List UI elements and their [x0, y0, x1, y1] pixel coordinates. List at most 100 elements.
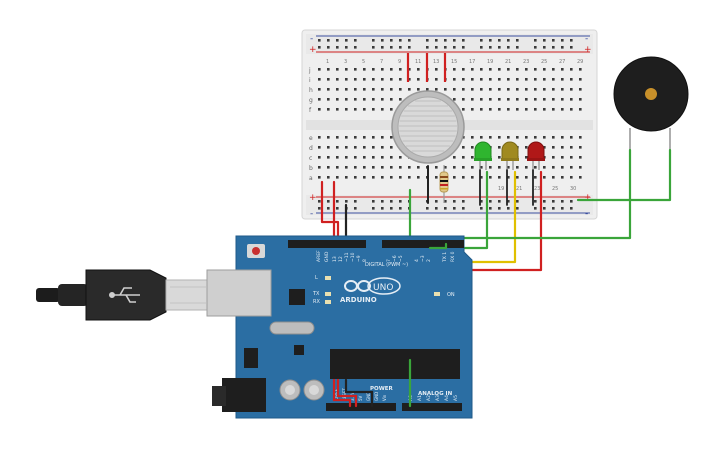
- terminal-hole[interactable]: [552, 166, 555, 169]
- terminal-hole[interactable]: [390, 78, 393, 81]
- rail-hole[interactable]: [354, 46, 357, 49]
- terminal-hole[interactable]: [471, 108, 474, 111]
- terminal-hole[interactable]: [327, 88, 330, 91]
- rail-hole[interactable]: [507, 207, 510, 210]
- rail-hole[interactable]: [534, 207, 537, 210]
- terminal-hole[interactable]: [381, 136, 384, 139]
- terminal-hole[interactable]: [381, 108, 384, 111]
- rail-hole[interactable]: [372, 200, 375, 203]
- terminal-hole[interactable]: [354, 68, 357, 71]
- terminal-hole[interactable]: [354, 136, 357, 139]
- terminal-hole[interactable]: [570, 156, 573, 159]
- terminal-hole[interactable]: [381, 88, 384, 91]
- wire-gnd-black[interactable]: [344, 378, 374, 408]
- terminal-hole[interactable]: [453, 68, 456, 71]
- terminal-hole[interactable]: [534, 98, 537, 101]
- terminal-hole[interactable]: [498, 68, 501, 71]
- terminal-hole[interactable]: [552, 156, 555, 159]
- terminal-hole[interactable]: [345, 78, 348, 81]
- usb-cable[interactable]: [36, 269, 211, 321]
- rail-hole[interactable]: [462, 39, 465, 42]
- terminal-hole[interactable]: [345, 68, 348, 71]
- terminal-hole[interactable]: [453, 88, 456, 91]
- rail-hole[interactable]: [462, 207, 465, 210]
- rail-hole[interactable]: [462, 200, 465, 203]
- terminal-hole[interactable]: [372, 88, 375, 91]
- terminal-hole[interactable]: [399, 88, 402, 91]
- rail-hole[interactable]: [345, 46, 348, 49]
- terminal-hole[interactable]: [453, 98, 456, 101]
- rail-hole[interactable]: [408, 39, 411, 42]
- terminal-hole[interactable]: [336, 108, 339, 111]
- terminal-hole[interactable]: [525, 176, 528, 179]
- terminal-hole[interactable]: [462, 166, 465, 169]
- terminal-hole[interactable]: [372, 68, 375, 71]
- terminal-hole[interactable]: [462, 98, 465, 101]
- rail-hole[interactable]: [507, 46, 510, 49]
- terminal-hole[interactable]: [462, 78, 465, 81]
- terminal-hole[interactable]: [471, 166, 474, 169]
- rail-hole[interactable]: [534, 39, 537, 42]
- led-green[interactable]: [474, 141, 492, 170]
- terminal-hole[interactable]: [354, 146, 357, 149]
- terminal-hole[interactable]: [570, 68, 573, 71]
- terminal-hole[interactable]: [525, 68, 528, 71]
- terminal-hole[interactable]: [363, 108, 366, 111]
- terminal-hole[interactable]: [579, 108, 582, 111]
- terminal-hole[interactable]: [453, 176, 456, 179]
- terminal-hole[interactable]: [579, 176, 582, 179]
- terminal-hole[interactable]: [489, 68, 492, 71]
- terminal-hole[interactable]: [498, 156, 501, 159]
- rail-hole[interactable]: [435, 207, 438, 210]
- terminal-hole[interactable]: [381, 166, 384, 169]
- terminal-hole[interactable]: [570, 108, 573, 111]
- terminal-hole[interactable]: [336, 136, 339, 139]
- terminal-hole[interactable]: [354, 88, 357, 91]
- terminal-hole[interactable]: [579, 98, 582, 101]
- terminal-hole[interactable]: [480, 176, 483, 179]
- terminal-hole[interactable]: [363, 136, 366, 139]
- terminal-hole[interactable]: [489, 98, 492, 101]
- terminal-hole[interactable]: [570, 176, 573, 179]
- terminal-hole[interactable]: [372, 176, 375, 179]
- rail-hole[interactable]: [399, 46, 402, 49]
- rail-hole[interactable]: [489, 39, 492, 42]
- terminal-hole[interactable]: [516, 78, 519, 81]
- arduino-wire-overlay[interactable]: [332, 242, 448, 408]
- arduino-uno[interactable]: ARDUINO UNO DIGITAL (PWM ~) ANALOG IN PO…: [206, 235, 473, 419]
- rail-hole[interactable]: [498, 207, 501, 210]
- terminal-hole[interactable]: [426, 88, 429, 91]
- rail-hole[interactable]: [318, 46, 321, 49]
- terminal-hole[interactable]: [507, 68, 510, 71]
- rail-hole[interactable]: [543, 207, 546, 210]
- rail-hole[interactable]: [381, 39, 384, 42]
- terminal-hole[interactable]: [345, 166, 348, 169]
- terminal-hole[interactable]: [561, 78, 564, 81]
- terminal-hole[interactable]: [318, 88, 321, 91]
- terminal-hole[interactable]: [525, 98, 528, 101]
- terminal-hole[interactable]: [516, 108, 519, 111]
- rail-hole[interactable]: [390, 39, 393, 42]
- terminal-hole[interactable]: [543, 68, 546, 71]
- power-header[interactable]: [326, 403, 396, 411]
- terminal-hole[interactable]: [552, 98, 555, 101]
- terminal-hole[interactable]: [372, 98, 375, 101]
- terminal-hole[interactable]: [453, 166, 456, 169]
- terminal-hole[interactable]: [471, 88, 474, 91]
- terminal-hole[interactable]: [462, 136, 465, 139]
- terminal-hole[interactable]: [417, 78, 420, 81]
- terminal-hole[interactable]: [435, 78, 438, 81]
- rail-hole[interactable]: [453, 46, 456, 49]
- terminal-hole[interactable]: [525, 136, 528, 139]
- rail-hole[interactable]: [444, 39, 447, 42]
- rail-hole[interactable]: [543, 200, 546, 203]
- rail-hole[interactable]: [561, 207, 564, 210]
- terminal-hole[interactable]: [345, 176, 348, 179]
- terminal-hole[interactable]: [372, 136, 375, 139]
- rail-hole[interactable]: [381, 207, 384, 210]
- terminal-hole[interactable]: [543, 136, 546, 139]
- rail-hole[interactable]: [354, 200, 357, 203]
- terminal-hole[interactable]: [318, 166, 321, 169]
- terminal-hole[interactable]: [354, 108, 357, 111]
- led-yellow[interactable]: [501, 141, 519, 170]
